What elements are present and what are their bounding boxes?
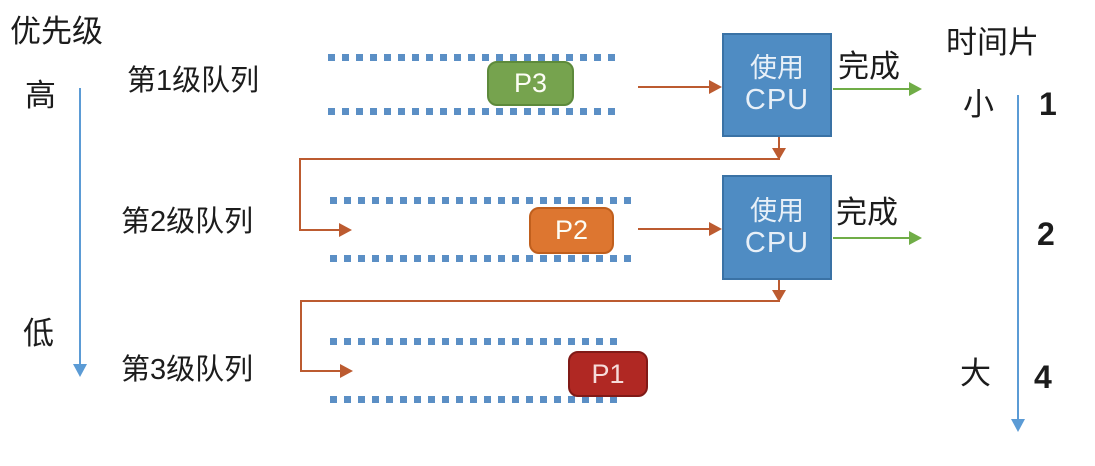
done-label-2: 完成 — [836, 195, 898, 230]
feedback-2-bottom-segment — [300, 370, 341, 372]
time-slice-large-label: 大 — [960, 356, 991, 391]
queue-1-to-cpu-arrowhead — [709, 80, 722, 94]
time-slice-small-label: 小 — [963, 87, 994, 122]
process-p3: P3 — [487, 61, 574, 106]
queue-2-to-cpu-arrow-line — [638, 228, 712, 230]
time-slice-value-1: 1 — [1039, 86, 1057, 122]
done-arrow-2-head — [909, 231, 922, 245]
priority-axis-line — [79, 88, 81, 365]
time-slice-title: 时间片 — [946, 25, 1039, 60]
feedback-1-arrowhead — [339, 223, 352, 237]
cpu-1-demote-arrowhead — [772, 148, 786, 160]
time-slice-axis-line — [1017, 95, 1019, 420]
done-arrow-1-line — [833, 88, 911, 90]
time-slice-value-3: 4 — [1034, 359, 1052, 395]
feedback-2-top-segment — [300, 300, 780, 302]
process-p2-label: P2 — [554, 215, 589, 245]
queue-1-track-top — [328, 54, 619, 61]
priority-high-label: 高 — [25, 78, 56, 113]
process-p1: P1 — [568, 351, 648, 397]
process-p3-label: P3 — [513, 68, 548, 98]
queue-1-label: 第1级队列 — [127, 65, 260, 97]
cpu-2-use-label: 使用 — [750, 195, 804, 226]
feedback-1-bottom-segment — [299, 229, 340, 231]
queue-3-label: 第3级队列 — [121, 354, 254, 386]
queue-3-track-top — [330, 338, 618, 345]
cpu-2-demote-line — [778, 280, 780, 291]
done-arrow-1-head — [909, 82, 922, 96]
cpu-box-1: 使用 CPU — [722, 33, 832, 137]
cpu-box-2: 使用 CPU — [722, 175, 832, 280]
cpu-2-demote-arrowhead — [772, 290, 786, 302]
queue-1-track-bottom — [328, 108, 619, 115]
done-label-1: 完成 — [838, 49, 900, 84]
cpu-1-use-label: 使用 — [750, 53, 804, 84]
process-p1-label: P1 — [591, 358, 625, 389]
cpu-1-cpu-label: CPU — [744, 84, 810, 117]
queue-2-to-cpu-arrowhead — [709, 222, 722, 236]
cpu-1-demote-line — [778, 137, 780, 149]
time-slice-axis-arrowhead — [1011, 419, 1025, 432]
feedback-1-vertical-segment — [299, 158, 301, 230]
queue-1-to-cpu-arrow-line — [638, 86, 712, 88]
priority-axis-title: 优先级 — [10, 14, 103, 49]
feedback-2-vertical-segment — [300, 300, 302, 371]
process-p2: P2 — [529, 207, 614, 254]
feedback-1-top-segment — [299, 158, 780, 160]
queue-2-label: 第2级队列 — [121, 206, 254, 238]
cpu-2-cpu-label: CPU — [744, 226, 810, 259]
queue-2-track-bottom — [330, 255, 636, 262]
feedback-2-arrowhead — [340, 364, 353, 378]
priority-low-label: 低 — [23, 316, 54, 351]
time-slice-value-2: 2 — [1037, 216, 1055, 252]
done-arrow-2-line — [833, 237, 911, 239]
queue-2-track-top — [330, 197, 636, 204]
priority-axis-arrowhead — [73, 364, 87, 377]
queue-3-track-bottom — [330, 396, 618, 403]
